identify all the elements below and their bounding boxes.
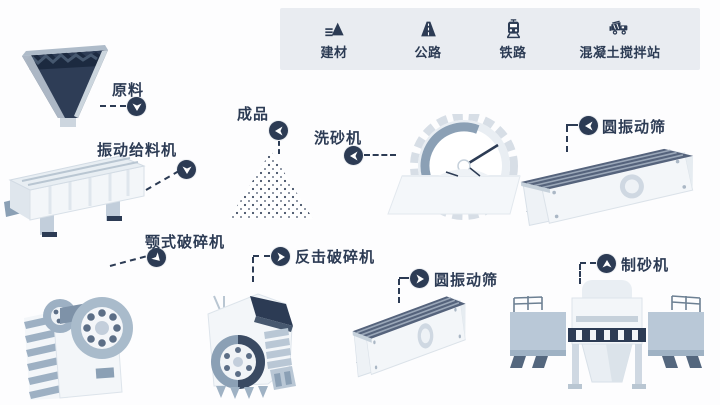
- arrow-left-icon: [579, 116, 598, 135]
- legend-item-railway: 铁路: [499, 8, 526, 70]
- connector-impact-crusher: [252, 257, 254, 282]
- label-sand-maker: 制砂机: [621, 256, 670, 274]
- legend-label: 铁路: [499, 45, 527, 61]
- vibrating-feeder-illustration: [2, 150, 152, 242]
- label-jaw-crusher: 颚式破碎机: [145, 233, 226, 251]
- connector-screen-lower: [399, 277, 409, 279]
- connector-finished-product: [278, 141, 280, 154]
- legend-label: 混凝土搅拌站: [579, 45, 661, 61]
- legend-label: 公路: [414, 45, 442, 61]
- finished-sand-pile-illustration: [227, 147, 315, 223]
- sand-washer-illustration: [386, 114, 524, 226]
- label-impact-crusher: 反击破碎机: [295, 248, 376, 266]
- connector-sand-maker: [580, 262, 596, 264]
- concrete-mixing-plant-truck-icon: [608, 18, 632, 40]
- legend-label: 建材: [320, 45, 348, 61]
- circular-vibrating-screen-lower-illustration: [352, 285, 480, 390]
- arrow-right-icon: [410, 269, 429, 288]
- connector-screen-lower: [398, 279, 400, 303]
- arrow-right-icon: [271, 247, 290, 266]
- legend-bar: 建材 公路: [280, 8, 700, 70]
- label-circular-vibrating-screen-upper: 圆振动筛: [602, 118, 667, 136]
- circular-vibrating-screen-upper-illustration: [520, 138, 715, 238]
- connector-raw-material: [100, 105, 126, 107]
- arrow-left-icon: [269, 121, 288, 140]
- arrow-down-icon: [177, 160, 196, 179]
- label-vibrating-feeder: 振动给料机: [97, 141, 178, 159]
- legend-item-concrete-mixing-plant: 混凝土搅拌站: [579, 8, 660, 70]
- connector-screen-upper: [566, 124, 578, 126]
- sand-maker-illustration: [508, 276, 706, 394]
- impact-crusher-illustration: [194, 266, 316, 402]
- connector-impact-crusher: [253, 255, 270, 257]
- raw-material-hopper-illustration: [16, 38, 112, 130]
- label-sand-washer: 洗砂机: [314, 129, 363, 147]
- arrow-left-icon: [344, 146, 363, 165]
- legend-item-building-materials: 建材: [320, 8, 347, 70]
- legend-item-highway: 公路: [414, 8, 441, 70]
- arrow-down-right-icon: [147, 248, 166, 267]
- arrow-up-icon: [597, 254, 616, 273]
- label-finished-product: 成品: [237, 105, 270, 123]
- railway-train-icon: [502, 18, 524, 40]
- connector-sand-washer: [364, 154, 396, 156]
- arrow-down-icon: [127, 97, 146, 116]
- connector-sand-maker: [579, 264, 581, 284]
- jaw-crusher-illustration: [20, 266, 142, 402]
- building-materials-mountain-icon: [323, 18, 345, 40]
- highway-road-icon: [417, 18, 439, 40]
- label-circular-vibrating-screen-lower: 圆振动筛: [434, 271, 499, 289]
- connector-screen-upper: [566, 126, 568, 152]
- label-raw-material: 原料: [112, 81, 145, 99]
